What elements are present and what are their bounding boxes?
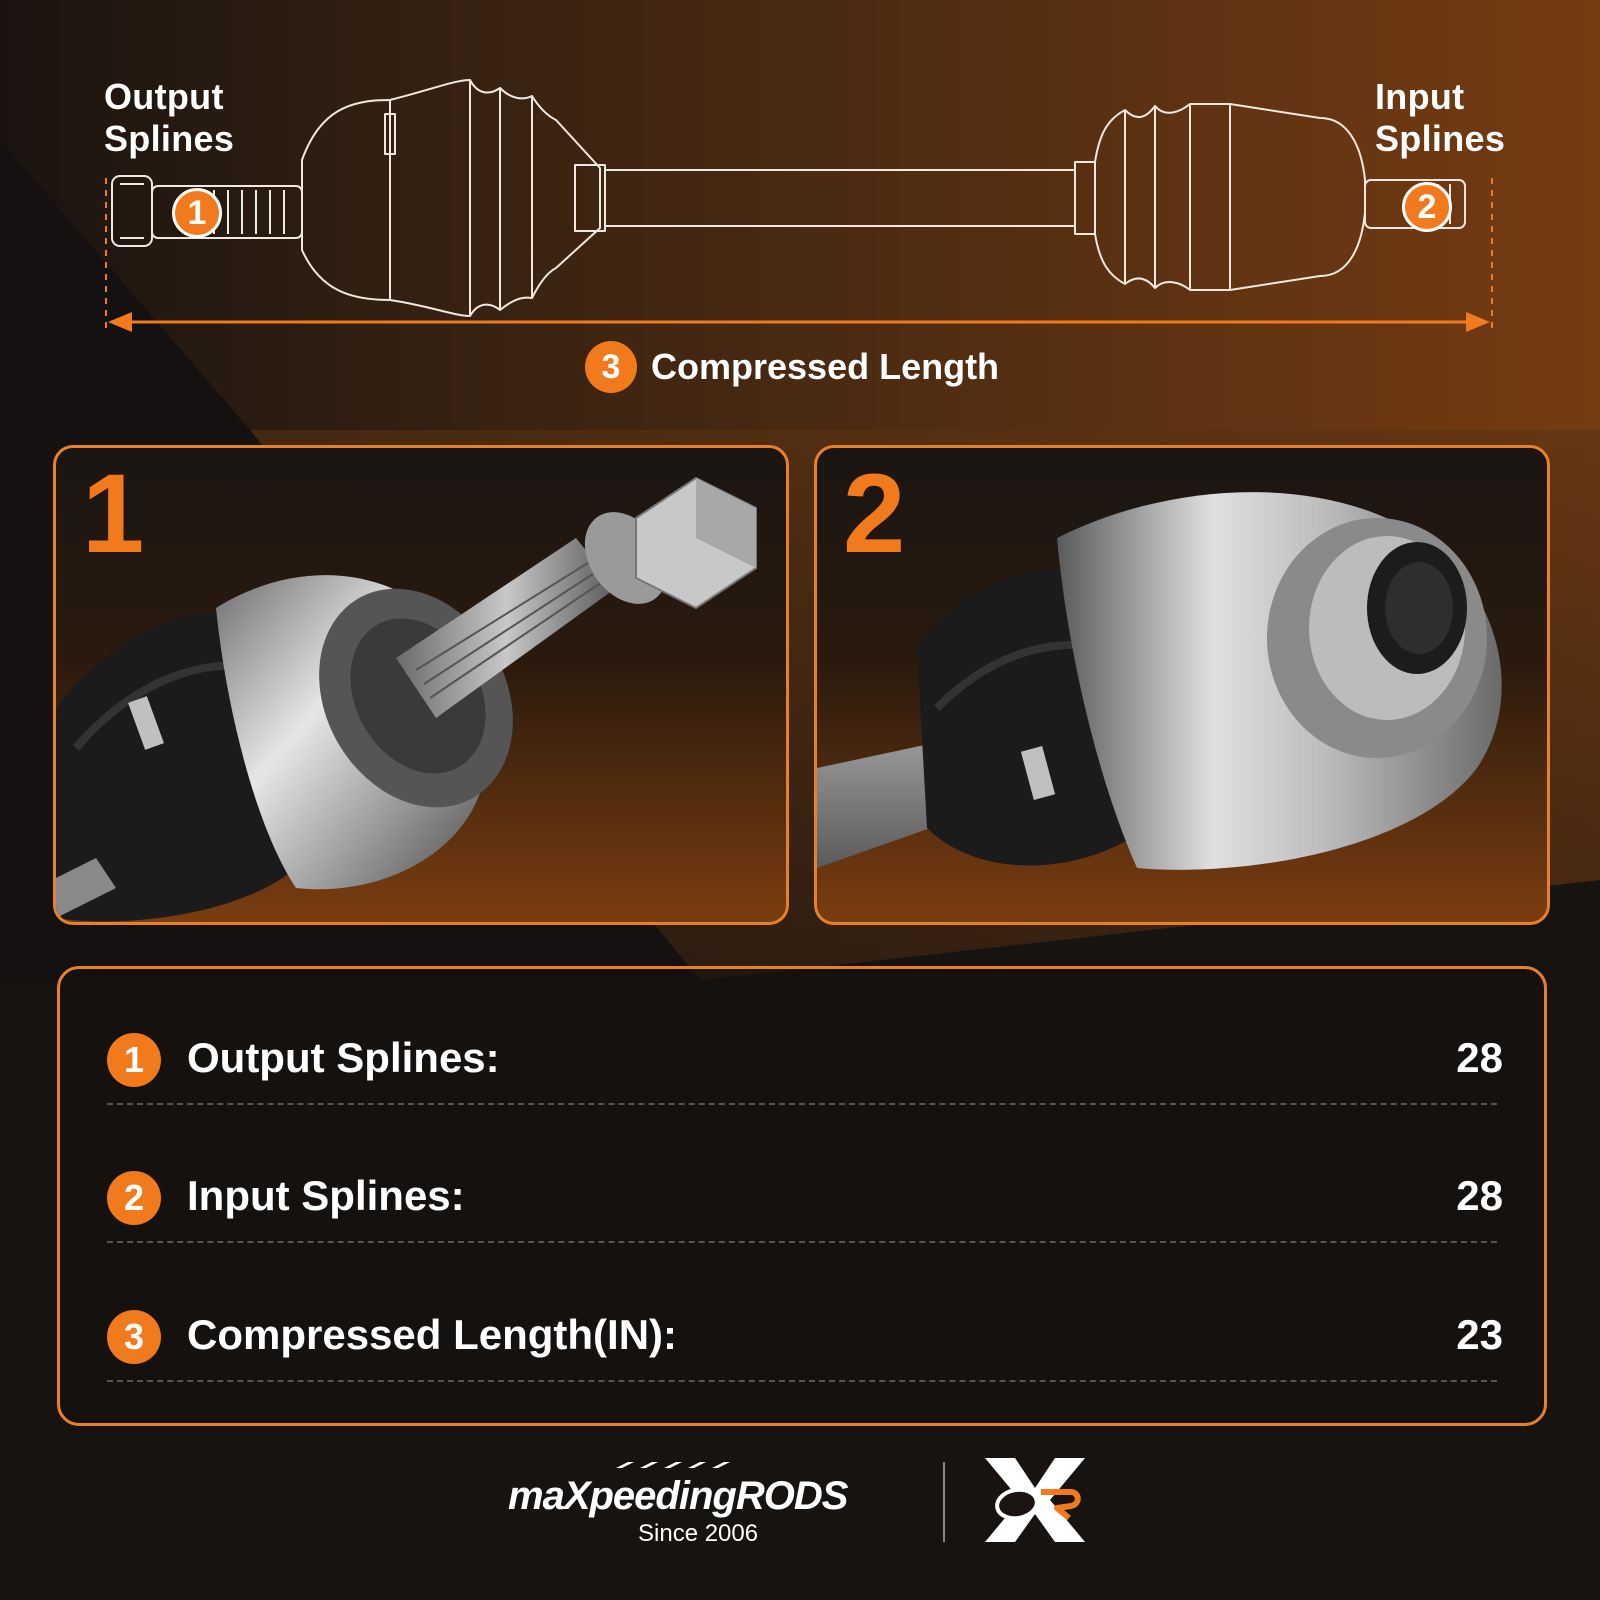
footer-divider <box>943 1462 945 1542</box>
output-nut-detail <box>120 183 144 239</box>
outer-cv-housing-outline <box>301 99 391 301</box>
diagram-badge-2: 2 <box>1402 182 1452 232</box>
inner-cv-housing-outline <box>1229 103 1366 291</box>
input-callout-line1: Input <box>1375 76 1465 117</box>
spec-row-input-splines: 2 Input Splines: 28 <box>107 1143 1503 1243</box>
input-callout-line2: Splines <box>1375 118 1506 159</box>
output-end-photo-panel: 1 <box>53 445 789 925</box>
output-cv-joint-illustration <box>56 476 757 922</box>
axle-shaft-outline <box>604 169 1076 227</box>
dimension-arrow <box>108 312 1490 332</box>
input-end-photo-panel: 2 <box>814 445 1550 925</box>
spec-label-output-splines: Output Splines: <box>187 1034 500 1081</box>
input-cv-joint-illustration <box>817 492 1502 870</box>
or-brand-logo <box>985 1458 1085 1542</box>
panel-number-2: 2 <box>843 451 906 576</box>
spec-badge-1: 1 <box>107 1033 161 1087</box>
spec-row-output-splines: 1 Output Splines: 28 <box>107 1005 1503 1105</box>
spec-badge-3: 3 <box>107 1310 161 1364</box>
compressed-length-callout: 3 Compressed Length <box>585 340 999 394</box>
spec-table <box>57 966 1547 1426</box>
inner-cv-boot-outline <box>1094 103 1231 291</box>
brand-logo-text: maXpeedingRODS <box>508 1474 848 1518</box>
diagram-badge-1: 1 <box>172 188 222 238</box>
output-callout-line1: Output <box>104 76 224 117</box>
outer-cv-boot-outline <box>389 79 601 317</box>
input-splines-callout: Input Splines <box>1375 76 1505 160</box>
output-callout-line2: Splines <box>104 118 235 159</box>
brand-since-text: Since 2006 <box>638 1520 759 1547</box>
spec-badge-2: 2 <box>107 1171 161 1225</box>
spec-label-input-splines: Input Splines: <box>187 1172 465 1219</box>
spec-value-compressed-length: 23 <box>1456 1311 1503 1358</box>
compressed-length-label: Compressed Length <box>651 346 1000 387</box>
panel-number-1: 1 <box>82 451 145 576</box>
spec-value-input-splines: 28 <box>1456 1172 1503 1219</box>
spec-row-compressed-length: 3 Compressed Length(IN): 23 <box>107 1282 1503 1382</box>
output-splines-callout: Output Splines <box>104 76 234 160</box>
diagram-badge-3: 3 <box>585 341 637 393</box>
output-nut-outline <box>111 175 153 247</box>
spec-value-output-splines: 28 <box>1456 1034 1503 1081</box>
spec-label-compressed-length: Compressed Length(IN): <box>187 1311 678 1358</box>
